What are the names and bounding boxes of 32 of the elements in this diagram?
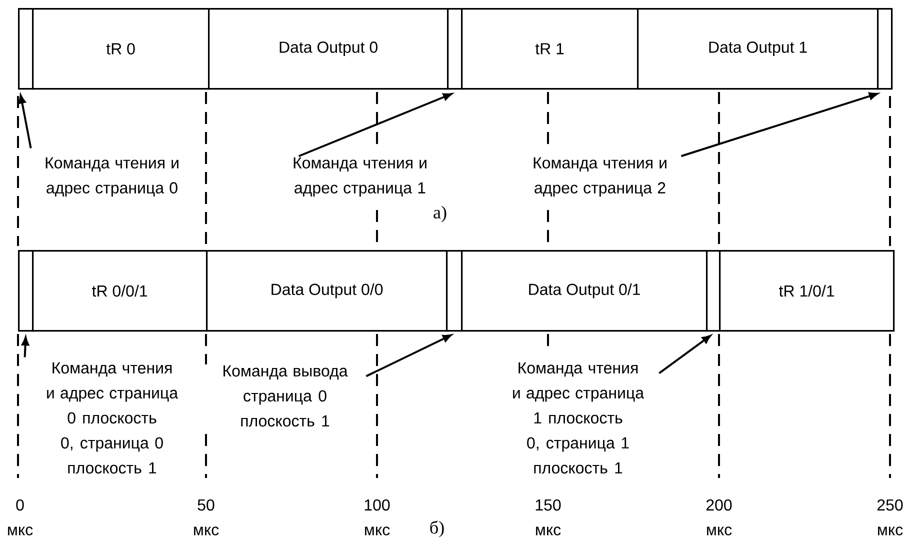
arrow (18, 94, 32, 148)
command-slot (18, 250, 34, 332)
panel-label: б) (430, 520, 444, 538)
command-slot (446, 250, 463, 332)
unit-label: мкс (8, 526, 33, 536)
arrow (658, 335, 711, 374)
command-note: Команда чтения и адрес страница 0 (31, 156, 193, 198)
tick-label: 50 (198, 499, 214, 511)
arrow (680, 92, 878, 158)
arrow (22, 336, 30, 358)
tick-label: 0 (16, 499, 24, 511)
command-slot (18, 8, 34, 90)
command-note: Команда чтения и адрес страница 1 плоскость 0, страница 1 плоскость 1 (497, 361, 659, 475)
unit-label: мкс (878, 526, 903, 536)
command-note: Команда чтения и адрес страница 2 (519, 156, 681, 198)
command-slot (877, 8, 893, 90)
unit-label: мкс (707, 526, 732, 536)
unit-label: мкс (365, 526, 390, 536)
command-note: Команда чтения и адрес страница 0 плоскость 0, страница 0 плоскость 1 (31, 361, 193, 475)
tick-label: 250 (877, 499, 903, 511)
command-slot (706, 250, 721, 332)
arrow (298, 93, 452, 158)
tick-label: 150 (536, 499, 561, 511)
unit-label: мкс (536, 526, 561, 536)
command-note: Команда чтения и адрес страница 1 (279, 156, 441, 198)
tick-label: 100 (364, 499, 390, 511)
panel-label: а) (434, 206, 446, 222)
tick-label: 200 (706, 499, 732, 511)
arrow (366, 334, 452, 378)
command-slot (447, 8, 463, 90)
command-note: Команда вывода страница 0 плоскость 1 (204, 364, 366, 428)
unit-label: мкс (194, 526, 219, 536)
